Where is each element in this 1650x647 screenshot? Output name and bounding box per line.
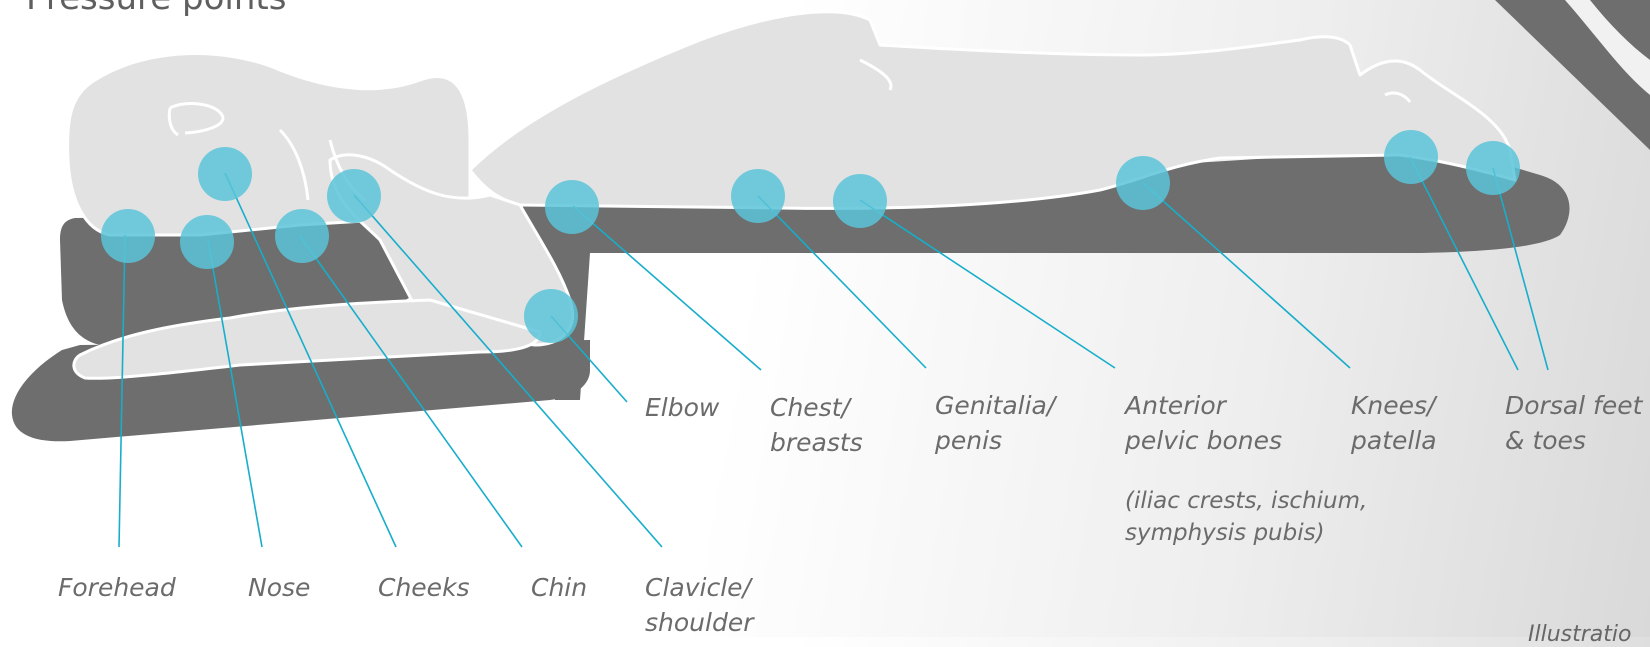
marker-chest (545, 180, 599, 234)
marker-elbow (524, 289, 578, 343)
label-chest: Chest/ breasts (770, 390, 863, 460)
marker-chest-2 (731, 169, 785, 223)
label-elbow: Elbow (645, 390, 719, 425)
label-nose: Nose (248, 570, 310, 605)
marker-feet (1466, 141, 1520, 195)
marker-nose (180, 215, 234, 269)
label-clavicle: Clavicle/ shoulder (645, 570, 753, 640)
marker-knees (1384, 130, 1438, 184)
marker-clavicle (327, 169, 381, 223)
label-forehead: Forehead (58, 570, 176, 605)
label-genitalia: Genitalia/ penis (935, 388, 1055, 458)
label-pelvic-note: (iliac crests, ischium, symphysis pubis) (1125, 485, 1367, 549)
label-feet: Dorsal feet & toes (1505, 388, 1642, 458)
label-chin: Chin (531, 570, 587, 605)
marker-forehead (101, 209, 155, 263)
top-right-decoration (1495, 0, 1650, 150)
marker-pelvic (1116, 156, 1170, 210)
label-knees: Knees/ patella (1351, 388, 1437, 458)
marker-chin (275, 209, 329, 263)
marker-cheeks (198, 147, 252, 201)
label-cheeks: Cheeks (378, 570, 470, 605)
illustration-credit: Illustratio (1528, 622, 1631, 647)
label-pelvic: Anterior pelvic bones (1125, 388, 1282, 458)
page-title: Pressure points (26, 0, 286, 18)
marker-genitalia (833, 174, 887, 228)
